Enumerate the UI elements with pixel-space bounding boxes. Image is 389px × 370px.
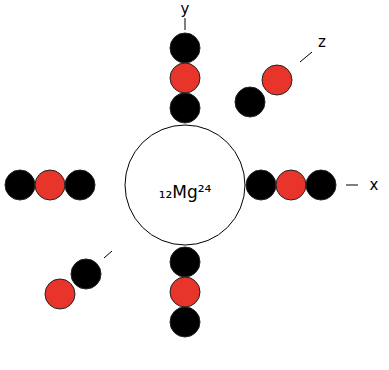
hydrogen-atom [5, 170, 35, 200]
axis-line [185, 18, 186, 30]
axis-label: x [370, 176, 379, 194]
hydrogen-atom [65, 170, 95, 200]
hydrogen-atom [71, 259, 101, 289]
hydrogen-atom [246, 170, 276, 200]
oxygen-atom [276, 170, 306, 200]
circle-outline [125, 125, 245, 245]
axis-line [300, 52, 312, 62]
hydrogen-atom [170, 33, 200, 63]
axis-line [104, 251, 112, 258]
hydrogen-atom [235, 87, 265, 117]
hydrogen-atom [170, 247, 200, 277]
axis-label: z [318, 33, 326, 51]
hydrogen-atom [170, 93, 200, 123]
oxygen-atom [35, 170, 65, 200]
atom-symbol: ₁₂Mg²⁴ [159, 182, 212, 202]
hydrogen-atom [170, 307, 200, 337]
axis-label: y [181, 0, 190, 18]
oxygen-atom [262, 65, 292, 95]
oxygen-atom [45, 279, 75, 309]
metal-ion-circle: ₁₂Mg²⁴ [124, 124, 246, 246]
oxygen-atom [170, 63, 200, 93]
axis-line [346, 185, 358, 186]
hydrogen-atom [306, 170, 336, 200]
oxygen-atom [170, 277, 200, 307]
